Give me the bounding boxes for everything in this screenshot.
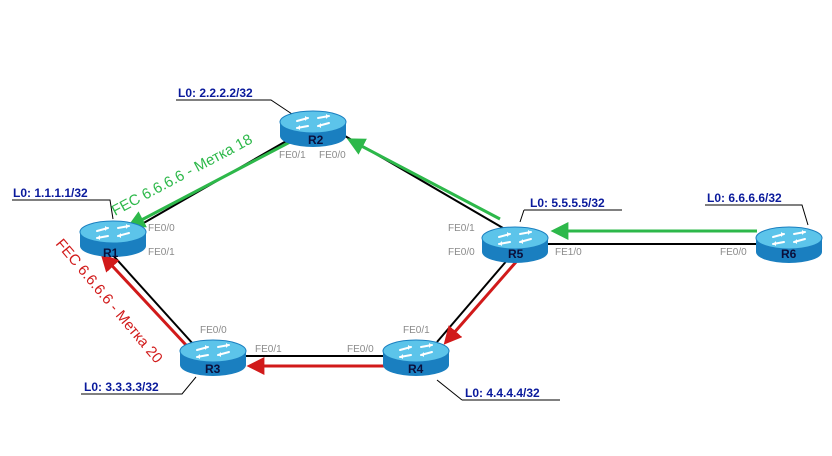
- leader-r4-tick: [436, 379, 463, 401]
- link-r3-r1: [109, 251, 195, 346]
- leader-r2: [176, 99, 293, 115]
- leader-r3: [81, 376, 197, 395]
- iface-r5-fe10: FE1/0: [555, 247, 582, 258]
- loopback-r3: L0: 3.3.3.3/32: [84, 380, 159, 394]
- loopback-r5: L0: 5.5.5.5/32: [530, 196, 605, 210]
- red-arrow-r5-r4: [443, 261, 518, 345]
- iface-r3-fe00: FE0/0: [200, 325, 227, 336]
- loopback-r6: L0: 6.6.6.6/32: [707, 191, 782, 205]
- leader-r5-tick: [519, 209, 525, 223]
- loopback-r4: L0: 4.4.4.4/32: [465, 386, 540, 400]
- green-arrow-r2-r1: [126, 140, 291, 228]
- iface-r5-fe01: FE0/1: [448, 223, 475, 234]
- router-r3-name: R3: [205, 362, 221, 376]
- red-arrow-r3-r1: [100, 253, 188, 347]
- leader-r1: [12, 199, 114, 220]
- green-arrow-r5-r2: [346, 138, 501, 221]
- router-r1-name: R1: [103, 246, 119, 260]
- fec-label-green: FEC 6.6.6.6 - Метка 18: [109, 131, 255, 220]
- iface-r6-fe00: FE0/0: [720, 247, 747, 258]
- green-lsp-path: [126, 138, 757, 240]
- link-r5-r4: [436, 257, 510, 343]
- iface-r4-fe01: FE0/1: [403, 325, 430, 336]
- iface-r2-fe00: FE0/0: [319, 150, 346, 161]
- red-lsp-path: [100, 253, 518, 375]
- router-r4-name: R4: [408, 362, 424, 376]
- iface-r5-fe00: FE0/0: [448, 247, 475, 258]
- iface-r3-fe01: FE0/1: [255, 344, 282, 355]
- iface-r1-fe01: FE0/1: [148, 247, 175, 258]
- router-r5-name: R5: [508, 247, 524, 261]
- loopback-leaders: [12, 99, 809, 401]
- router-r6-name: R6: [781, 247, 797, 261]
- iface-r1-fe00: FE0/0: [148, 223, 175, 234]
- loopback-r1: L0: 1.1.1.1/32: [13, 186, 88, 200]
- leader-r6: [705, 204, 809, 226]
- loopback-r2: L0: 2.2.2.2/32: [178, 86, 253, 100]
- iface-r4-fe00: FE0/0: [347, 344, 374, 355]
- iface-r2-fe01: FE0/1: [279, 150, 306, 161]
- router-r2-name: R2: [308, 133, 324, 147]
